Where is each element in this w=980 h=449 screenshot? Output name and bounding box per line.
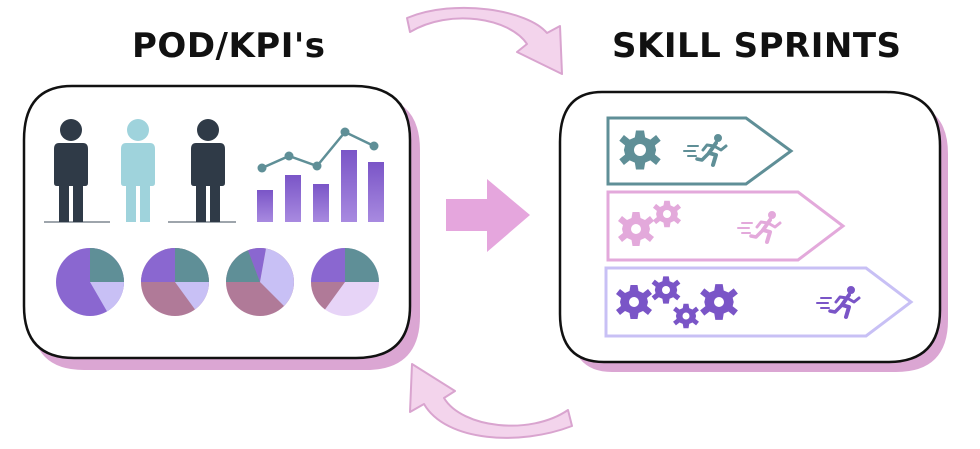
cycle-arrow-top [406, 6, 563, 75]
sprint-level-1 [606, 116, 794, 186]
pie-chart-icon [141, 248, 209, 316]
pie-chart-icon [226, 247, 294, 316]
center-arrow [446, 179, 530, 252]
right-panel-title: SKILL SPRINTS [612, 26, 902, 66]
left-panel [22, 84, 420, 370]
sprint-level-2 [606, 190, 846, 262]
right-panel [558, 90, 948, 372]
pie-chart-icon [311, 248, 379, 316]
left-panel-title: POD/KPI's [132, 26, 326, 66]
cycle-arrow-bottom [409, 363, 573, 439]
pie-chart-icon [56, 248, 124, 316]
sprint-level-3 [604, 266, 914, 338]
bar-line-chart-icon [257, 127, 384, 222]
